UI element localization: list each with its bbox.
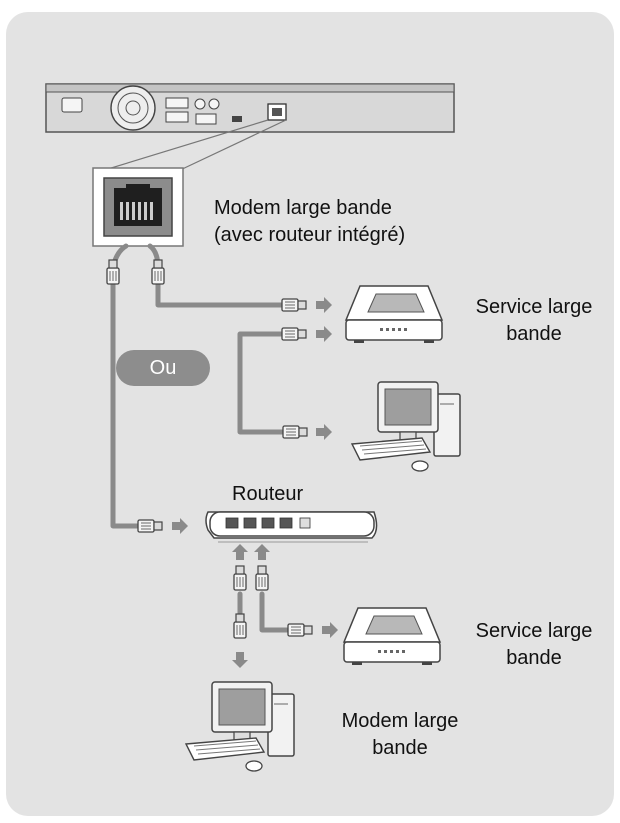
blu-ray-player-rear-panel-icon (45, 83, 455, 133)
modem-bottom-line2: bande (372, 737, 428, 759)
arrow-icon (232, 652, 248, 668)
diagram-panel (6, 12, 614, 816)
arrow-icon (316, 297, 332, 313)
broadband-modem-icon (343, 607, 441, 666)
arrow-icon (254, 544, 270, 560)
arrow-icon (316, 424, 332, 440)
router-label: Routeur (232, 483, 304, 505)
desktop-computer-icon (185, 681, 295, 772)
service-bottom-line1: Service large (475, 620, 593, 642)
arrow-icon (322, 622, 338, 638)
service-label-bottom: Service large bande (460, 618, 608, 672)
ethernet-plug-icon (282, 425, 308, 439)
service-bottom-line2: bande (506, 647, 562, 669)
ethernet-plug-icon (281, 298, 307, 312)
modem-bottom-line1: Modem large (341, 710, 459, 732)
ethernet-plug-icon (137, 519, 163, 533)
ethernet-plug-icon (106, 259, 120, 285)
ethernet-plug-icon (287, 623, 313, 637)
ethernet-plug-icon (255, 565, 269, 591)
ethernet-plug-icon (233, 613, 247, 639)
modem-title-line1: Modem large bande (214, 197, 392, 219)
or-badge: Ou (116, 350, 210, 386)
ethernet-plug-icon (151, 259, 165, 285)
ethernet-plug-icon (281, 327, 307, 341)
service-top-line1: Service large (475, 296, 593, 318)
desktop-computer-icon (351, 381, 461, 472)
router-icon (205, 511, 378, 543)
service-top-line2: bande (506, 323, 562, 345)
arrow-icon (232, 544, 248, 560)
arrow-icon (172, 518, 188, 534)
zoom-line-right (175, 119, 287, 173)
service-label-top: Service large bande (460, 294, 608, 348)
zoom-line-left (97, 119, 269, 173)
modem-title-line2: (avec routeur intégré) (214, 224, 406, 246)
arrow-icon (316, 326, 332, 342)
modem-label-bottom: Modem large bande (316, 708, 484, 762)
ethernet-port-icon (92, 167, 184, 247)
broadband-modem-icon (345, 285, 443, 344)
modem-router-label: Modem large bande (avec routeur intégré) (214, 195, 405, 249)
ethernet-plug-icon (233, 565, 247, 591)
